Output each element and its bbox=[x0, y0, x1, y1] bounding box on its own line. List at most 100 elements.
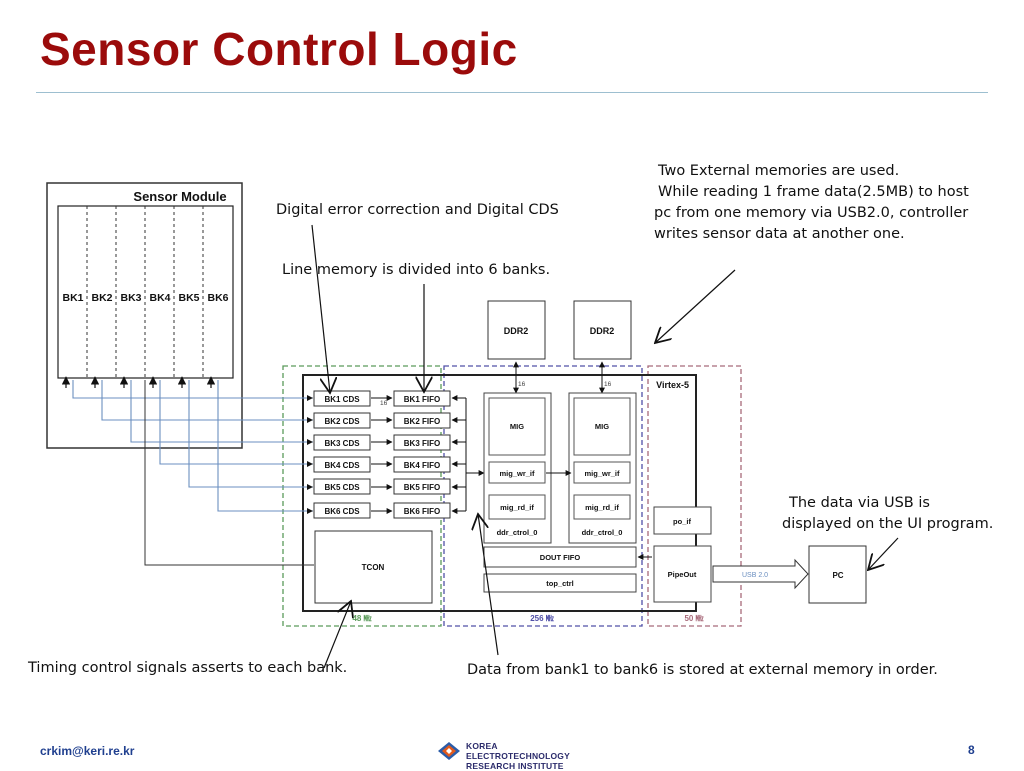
annotation-line-memory: Line memory is divided into 6 banks. bbox=[282, 262, 551, 278]
clock-domain-256mhz bbox=[443, 365, 643, 627]
fifo-block bbox=[393, 478, 451, 495]
title-divider bbox=[36, 92, 988, 93]
annotation-cds: Digital error correction and Digital CDS bbox=[276, 202, 559, 218]
bank-wire-1 bbox=[72, 380, 313, 399]
annotation-timing: Timing control signals asserts to each b… bbox=[28, 660, 348, 676]
bank-label-bk6: BK6 bbox=[207, 292, 228, 304]
ddr2-chip-2 bbox=[573, 300, 632, 360]
cds-block bbox=[313, 478, 371, 495]
fifo-block bbox=[393, 434, 451, 451]
clock-label-50: 50 ㎒ bbox=[684, 614, 704, 623]
pipeout-label: PipeOut bbox=[668, 570, 697, 579]
bank-wire-5 bbox=[188, 380, 313, 488]
annotation-memories-line1: Two External memories are used. bbox=[658, 163, 900, 179]
fifo-block bbox=[393, 456, 451, 473]
usb-link-arrow bbox=[712, 558, 809, 590]
ddr-ctrol-label-1: ddr_ctrol_0 bbox=[497, 528, 538, 537]
bank-label-bk2: BK2 bbox=[91, 292, 112, 304]
mig-label-1: MIG bbox=[510, 422, 524, 431]
mig-wr-if-1 bbox=[488, 461, 546, 484]
bank-wire-4 bbox=[159, 380, 313, 465]
fifo-label-3: BK3 FIFO bbox=[404, 439, 440, 448]
top-ctrl-label: top_ctrl bbox=[546, 579, 574, 588]
cds-label-6: BK6 CDS bbox=[324, 507, 360, 516]
clock-label-48: 48 ㎒ bbox=[352, 614, 372, 623]
cds-label-1: BK1 CDS bbox=[324, 395, 360, 404]
cds-block bbox=[313, 412, 371, 429]
bank-wire-2 bbox=[101, 380, 313, 421]
bank-label-bk3: BK3 bbox=[120, 292, 141, 304]
footer-email: crkim@keri.re.kr bbox=[40, 744, 135, 758]
cds-label-4: BK4 CDS bbox=[324, 461, 360, 470]
sensor-module-title: Sensor Module bbox=[133, 189, 226, 204]
callout-arrow-cds bbox=[311, 224, 330, 393]
mig-block-2 bbox=[573, 397, 631, 456]
clock-domain-48mhz bbox=[282, 365, 442, 627]
fifo-label-4: BK4 FIFO bbox=[404, 461, 440, 470]
annotation-memories-line2: While reading 1 frame data(2.5MB) to hos… bbox=[658, 184, 969, 200]
pipeout-block bbox=[653, 545, 712, 603]
annotation-memories-line3: pc from one memory via USB2.0, controlle… bbox=[654, 205, 969, 221]
bank-label-bk1: BK1 bbox=[62, 292, 83, 304]
callout-arrow-memories bbox=[655, 269, 736, 343]
fpga-virtex5 bbox=[302, 374, 697, 612]
pc-block bbox=[808, 545, 867, 604]
po-if-label: po_if bbox=[673, 517, 691, 526]
fifo-block bbox=[393, 502, 451, 519]
cds-label-5: BK5 CDS bbox=[324, 483, 360, 492]
fifo-label-1: BK1 FIFO bbox=[404, 395, 440, 404]
clock-domain-50mhz bbox=[647, 365, 742, 627]
dout-fifo-label: DOUT FIFO bbox=[540, 553, 581, 562]
fpga-label: Virtex-5 bbox=[656, 380, 689, 390]
tcon-label: TCON bbox=[362, 563, 385, 572]
annotation-usb-line2: displayed on the UI program. bbox=[782, 516, 994, 532]
annotation-memories-line4: writes sensor data at another one. bbox=[654, 226, 905, 242]
cds-label-2: BK2 CDS bbox=[324, 417, 360, 426]
mig-wr-if-label-1: mig_wr_if bbox=[499, 469, 535, 478]
ddr2-label-1: DDR2 bbox=[504, 326, 529, 336]
cds-block bbox=[313, 502, 371, 519]
clock-label-256: 256 ㎒ bbox=[530, 614, 555, 623]
cds-block bbox=[313, 434, 371, 451]
tcon-block bbox=[314, 530, 433, 604]
fifo-block bbox=[393, 412, 451, 429]
mig-wr-if-label-2: mig_wr_if bbox=[584, 469, 620, 478]
logo-icon bbox=[438, 742, 460, 760]
cds-bus-width: 16 bbox=[380, 400, 388, 407]
callout-arrow-usb bbox=[868, 537, 899, 570]
mig-wr-if-2 bbox=[573, 461, 631, 484]
annotation-storage: Data from bank1 to bank6 is stored at ex… bbox=[467, 662, 938, 678]
ddr-ctrol-label-2: ddr_ctrol_0 bbox=[582, 528, 623, 537]
top-ctrl-block bbox=[483, 573, 637, 593]
mig-label-2: MIG bbox=[595, 422, 609, 431]
fifo-label-2: BK2 FIFO bbox=[404, 417, 440, 426]
page-number: 8 bbox=[968, 743, 975, 757]
callout-arrow-timing bbox=[323, 601, 351, 669]
bank-wire-6 bbox=[217, 380, 313, 512]
fifo-label-6: BK6 FIFO bbox=[404, 507, 440, 516]
cds-block bbox=[313, 456, 371, 473]
mig-rd-if-label-2: mig_rd_if bbox=[585, 503, 619, 512]
annotation-memories: Two External memories are used. While re… bbox=[654, 161, 969, 245]
ddr2-label-2: DDR2 bbox=[590, 326, 615, 336]
bank-label-bk5: BK5 bbox=[178, 292, 199, 304]
callout-arrow-storage bbox=[478, 514, 499, 656]
pc-label: PC bbox=[832, 571, 843, 580]
logo-text: KOREA ELECTROTECHNOLOGY RESEARCH INSTITU… bbox=[466, 741, 596, 771]
mig-rd-if-2 bbox=[573, 494, 631, 520]
po-if-block bbox=[653, 506, 712, 535]
mig-block-1 bbox=[488, 397, 546, 456]
ddr-bus-width-2: 16 bbox=[604, 381, 612, 388]
mig-rd-if-label-1: mig_rd_if bbox=[500, 503, 534, 512]
logo-text-line2: RESEARCH INSTITUTE bbox=[466, 761, 564, 771]
ddr2-chip-1 bbox=[487, 300, 546, 360]
institute-logo: KOREA ELECTROTECHNOLOGY RESEARCH INSTITU… bbox=[436, 738, 596, 771]
annotation-usb: The data via USB is displayed on the UI … bbox=[782, 493, 993, 535]
tcon-wire bbox=[144, 380, 314, 566]
logo-text-line1: KOREA ELECTROTECHNOLOGY bbox=[466, 741, 570, 761]
annotation-usb-line1: The data via USB is bbox=[789, 495, 930, 511]
mig-rd-if-1 bbox=[488, 494, 546, 520]
usb-label: USB 2.0 bbox=[742, 572, 768, 579]
bank-wire-3 bbox=[130, 380, 313, 443]
